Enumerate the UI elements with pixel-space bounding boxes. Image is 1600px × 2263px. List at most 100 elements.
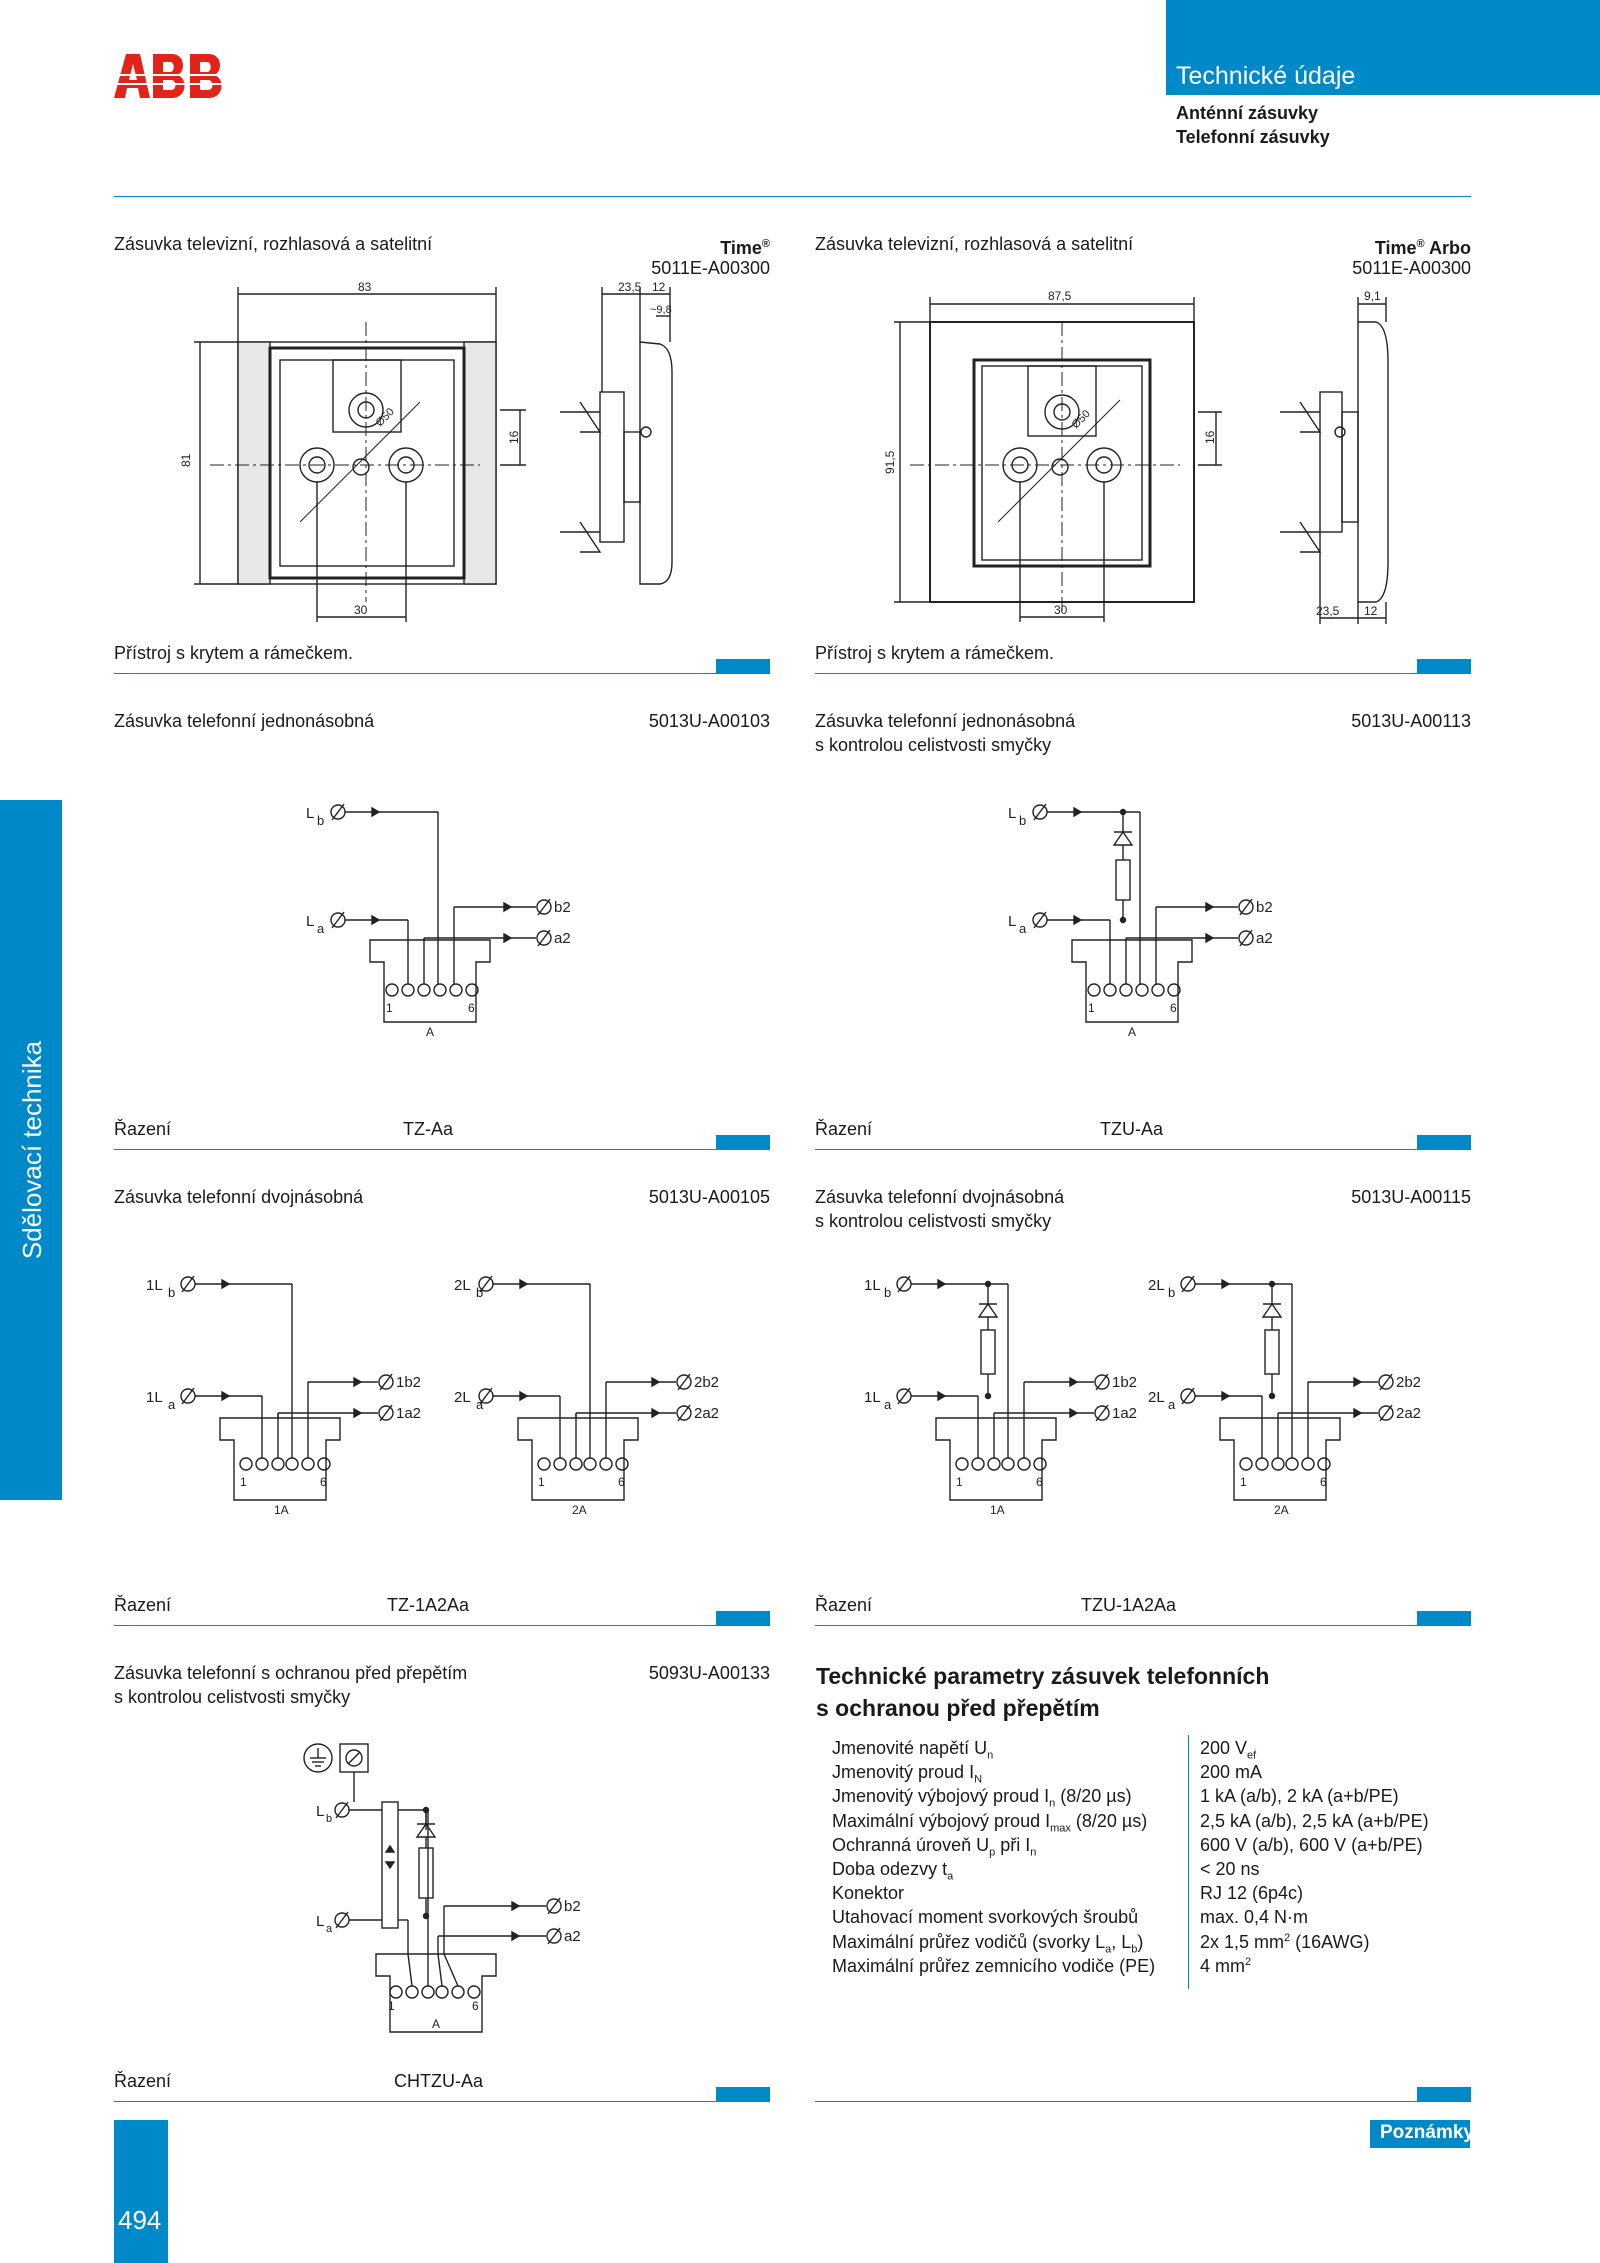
svg-text:6: 6 [320,1475,327,1489]
s2-right-code: 5013U-A00113 [1351,711,1471,731]
page-number-box [114,2120,168,2263]
svg-text:A: A [1128,1025,1136,1039]
side-tab-label: Sdělovací technika [17,1040,47,1260]
svg-text:L: L [316,1803,324,1820]
header-box [1166,0,1600,95]
s2-right-footer-label: Řazení [815,1119,873,1139]
svg-text:6: 6 [468,1001,475,1015]
svg-text:a: a [476,1397,484,1412]
s3-right-rule [815,1625,1471,1626]
param-label: Doba odezvy ta [832,1859,954,1883]
svg-text:91,5: 91,5 [883,450,897,474]
svg-text:2A: 2A [572,1503,587,1517]
svg-text:a: a [326,1923,333,1935]
s4-left-footer-label: Řazení [114,2071,172,2091]
param-value: 2x 1,5 mm2 (16AWG) [1200,1931,1370,1952]
notes-label: Poznámky [1380,2122,1474,2143]
s4-left-rule [114,2101,770,2102]
s1-right-drawing: 87,5 91,5 9,1 23,5 12 16 30 Ø50 [883,289,1389,624]
s4-right-tab [1417,2087,1471,2102]
abb-logo [114,54,226,98]
svg-text:~9,8: ~9,8 [650,304,672,316]
param-value: 1 kA (a/b), 2 kA (a+b/PE) [1200,1786,1399,1807]
s2-left-footer-value: TZ-Aa [403,1119,454,1139]
svg-text:2L: 2L [1148,1277,1165,1294]
svg-text:1: 1 [1240,1475,1247,1489]
svg-text:2b2: 2b2 [1396,1374,1421,1391]
param-label: Jmenovitý proud IN [832,1762,983,1786]
svg-text:1: 1 [956,1475,963,1489]
svg-text:9,1: 9,1 [1364,289,1381,303]
svg-text:1A: 1A [274,1503,289,1517]
s1-left-series: Time® [720,238,770,258]
svg-text:2L: 2L [454,1389,471,1406]
svg-text:A: A [426,1025,434,1039]
header-subtitle-telephone: Telefonní zásuvky [1176,127,1330,147]
svg-text:1A: 1A [990,1503,1005,1517]
param-label: Jmenovité napětí Un [832,1738,994,1762]
svg-text:6: 6 [1170,1001,1177,1015]
svg-text:a: a [317,921,325,936]
svg-text:1L: 1L [864,1277,881,1294]
param-value: 2,5 kA (a/b), 2,5 kA (a+b/PE) [1200,1810,1429,1831]
page-number: 494 [118,2205,162,2235]
s3-right-footer-value: TZU-1A2Aa [1081,1595,1177,1615]
s1-right-tab [1417,659,1471,674]
svg-text:16: 16 [507,430,521,444]
svg-text:1a2: 1a2 [396,1405,421,1422]
svg-text:L: L [316,1913,324,1930]
params-divider [1188,1735,1189,1989]
svg-text:a2: a2 [554,930,571,947]
param-label: Maximální průřez vodičů (svorky La, Lb) [832,1931,1144,1956]
param-label: Ochranná úroveň Up při In [832,1834,1037,1859]
svg-text:2L: 2L [1148,1389,1165,1406]
s2-left-rule [114,1149,770,1150]
param-value: 4 mm2 [1200,1955,1252,1976]
svg-text:6: 6 [472,1999,479,2013]
s1-left-rule [114,673,770,674]
svg-text:b: b [1168,1285,1175,1300]
s3-right-title2: s kontrolou celistvosti smyčky [815,1211,1052,1231]
side-tab [0,800,62,1500]
param-label: Utahovací moment svorkových šroubů [832,1907,1139,1928]
s4-right-rule [815,2101,1471,2102]
param-value: < 20 ns [1200,1859,1260,1879]
param-label: Konektor [832,1883,905,1904]
param-value: 200 Vef [1200,1738,1257,1762]
s3-left-footer-label: Řazení [114,1595,172,1615]
svg-text:2L: 2L [454,1277,471,1294]
s3-right-code: 5013U-A00115 [1351,1187,1471,1207]
svg-text:1L: 1L [864,1389,881,1406]
s2-left-tab [716,1135,770,1150]
s3-right-footer-label: Řazení [815,1595,873,1615]
s1-right-code: 5011E-A00300 [1352,258,1471,278]
svg-text:6: 6 [1320,1475,1327,1489]
s2-right-rule [815,1149,1471,1150]
s4-left-title1: Zásuvka telefonní s ochranou před přepět… [114,1663,468,1683]
s1-left-tab [716,659,770,674]
s1-right-series: Time® Arbo [1374,238,1471,258]
svg-text:30: 30 [354,603,368,617]
notes-box [1370,2120,1470,2148]
s3-left-code: 5013U-A00105 [648,1187,770,1207]
svg-text:b2: b2 [564,1898,581,1915]
params-heading-line1: Technické parametry zásuvek telefonních [816,1663,1270,1689]
svg-text:83: 83 [358,282,372,294]
svg-text:1: 1 [538,1475,545,1489]
s4-left-title2: s kontrolou celistvosti smyčky [114,1687,351,1707]
svg-text:1L: 1L [146,1389,163,1406]
params-heading: Technické parametry zásuvek telefonních … [816,1660,1269,1724]
svg-text:1b2: 1b2 [396,1374,421,1391]
param-label: Maximální výbojový proud Imax (8/20 µs) [832,1810,1148,1835]
svg-text:1a2: 1a2 [1112,1405,1137,1422]
header-rule [114,196,1471,197]
s2-left-code: 5013U-A00103 [648,711,770,731]
svg-text:2a2: 2a2 [694,1405,719,1422]
svg-text:L: L [306,805,314,822]
svg-text:b2: b2 [554,899,571,916]
svg-text:b: b [168,1285,175,1300]
